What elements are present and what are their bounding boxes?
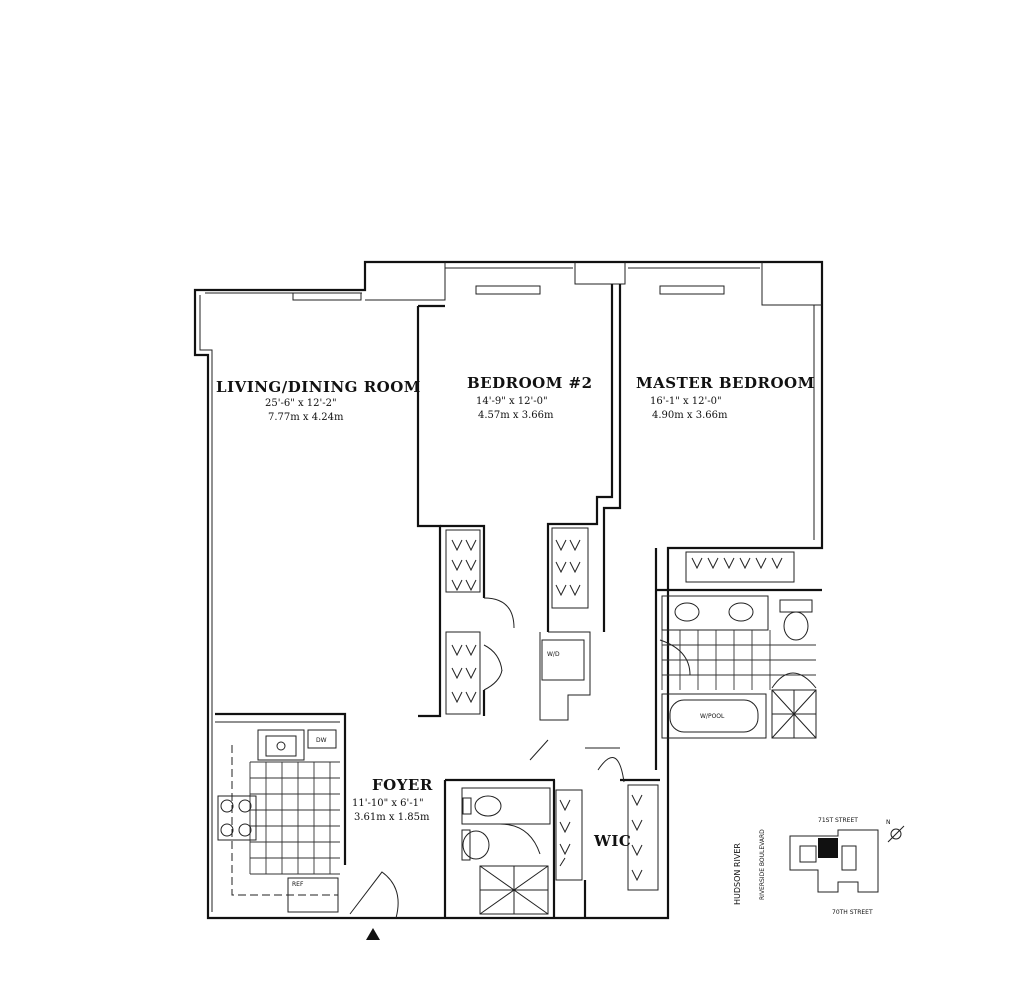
label-bedroom2: BEDROOM #2 14'-9" x 12'-0" 4.57m x 3.66m	[467, 374, 593, 421]
foyer-name: FOYER	[372, 776, 433, 794]
closet-master	[551, 527, 795, 609]
walk-in-closet	[555, 747, 659, 891]
bedroom2-dim-imperial: 14'-9" x 12'-0"	[476, 396, 548, 407]
master-bath: W/POOL	[659, 595, 817, 739]
street-top-label: 71ST STREET	[818, 817, 858, 824]
label-foyer: FOYER 11'-10" x 6'-1" 3.61m x 1.85m	[352, 776, 433, 823]
kitchen: DW REF	[217, 729, 340, 913]
svg-text:W/D: W/D	[547, 651, 560, 658]
label-living: LIVING/DINING ROOM 25'-6" x 12'-2" 7.77m…	[216, 378, 421, 423]
foyer-dim-imperial: 11'-10" x 6'-1"	[352, 798, 424, 809]
boulevard-label: RIVERSIDE BOULEVARD	[759, 829, 766, 900]
windows	[205, 267, 760, 301]
master-bedroom-dim-metric: 4.90m x 3.66m	[652, 410, 728, 421]
svg-text:DW: DW	[316, 737, 327, 744]
master-bedroom-dim-imperial: 16'-1" x 12'-0"	[650, 396, 722, 407]
living-room-dim-imperial: 25'-6" x 12'-2"	[265, 398, 337, 409]
living-room-name: LIVING/DINING ROOM	[216, 378, 421, 396]
entry-arrow-icon	[366, 928, 380, 940]
north-arrow-icon: N	[886, 819, 905, 843]
street-bottom-label: 70TH STREET	[832, 909, 873, 916]
bedroom2-name: BEDROOM #2	[467, 374, 593, 392]
label-master: MASTER BEDROOM 16'-1" x 12'-0" 4.90m x 3…	[636, 374, 815, 421]
entry-door	[349, 871, 399, 940]
river-label: HUDSON RIVER	[733, 843, 742, 905]
living-room-dim-metric: 7.77m x 4.24m	[268, 412, 344, 423]
closet-bedroom2	[445, 529, 515, 715]
svg-text:N: N	[886, 819, 891, 826]
bathroom	[461, 787, 551, 915]
foyer-dim-metric: 3.61m x 1.85m	[354, 812, 430, 823]
interior-walls	[215, 284, 822, 918]
master-bedroom-name: MASTER BEDROOM	[636, 374, 815, 392]
bedroom2-dim-metric: 4.57m x 3.66m	[478, 410, 554, 421]
washer-dryer: W/D	[541, 639, 585, 681]
key-plan: HUDSON RIVER RIVERSIDE BOULEVARD 71ST ST…	[733, 817, 905, 916]
svg-text:W/POOL: W/POOL	[700, 713, 725, 720]
wic-label: WIC	[593, 832, 631, 850]
exterior-walls	[193, 260, 824, 920]
svg-text:REF: REF	[292, 881, 304, 888]
